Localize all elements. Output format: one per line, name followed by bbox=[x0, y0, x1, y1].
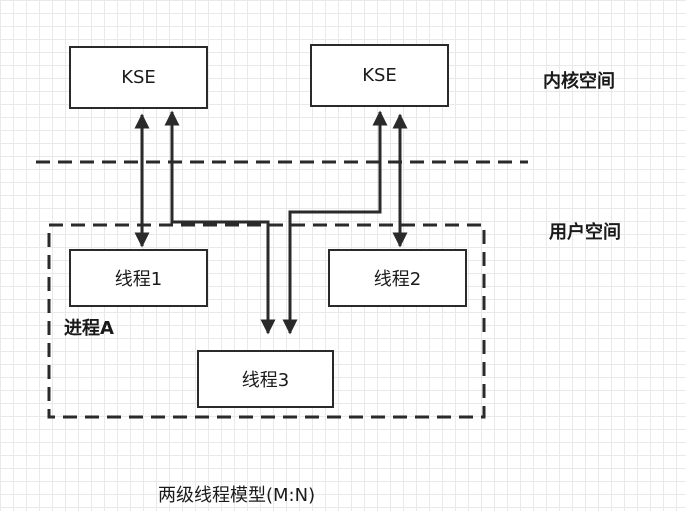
process-label: 进程A bbox=[64, 318, 114, 339]
kse2-thread3-arrow bbox=[282, 110, 388, 335]
user-space-label: 用户空间 bbox=[549, 222, 621, 243]
kse-box-1: KSE bbox=[69, 46, 208, 109]
process-boundary bbox=[47, 223, 486, 419]
thread-3-box: 线程3 bbox=[197, 350, 334, 408]
kse1-thread3-arrow bbox=[164, 110, 276, 335]
kse-box-2: KSE bbox=[310, 44, 449, 107]
thread-2-box: 线程2 bbox=[328, 249, 467, 307]
thread-1-box: 线程1 bbox=[69, 249, 208, 307]
kernel-space-label: 内核空间 bbox=[543, 71, 615, 92]
diagram-caption: 两级线程模型(M:N) bbox=[158, 485, 316, 506]
